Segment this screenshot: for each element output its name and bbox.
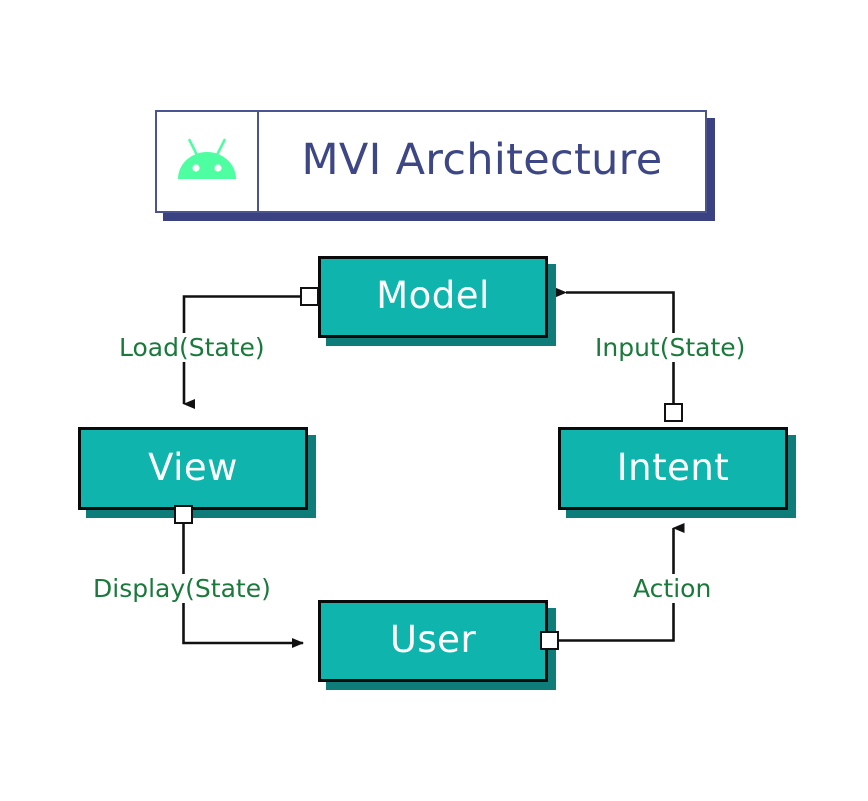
port-view-bottom[interactable] xyxy=(174,505,193,524)
edge-label-action: Action xyxy=(630,574,715,603)
header-icon-cell xyxy=(157,112,259,211)
node-model-label: Model xyxy=(376,274,490,317)
android-robot-icon xyxy=(175,135,239,189)
node-view-label: View xyxy=(148,445,238,489)
edge-label-input-state: Input(State) xyxy=(592,333,749,362)
node-intent-label: Intent xyxy=(616,445,730,489)
edge-label-load-state: Load(State) xyxy=(116,333,268,362)
node-user-label: User xyxy=(389,618,477,661)
node-user[interactable]: User xyxy=(318,600,548,682)
node-intent[interactable]: Intent xyxy=(558,427,788,510)
node-view[interactable]: View xyxy=(78,427,308,510)
edge-label-display-state: Display(State) xyxy=(90,574,274,603)
header-title-cell: MVI Architecture xyxy=(259,112,705,211)
port-user-right[interactable] xyxy=(540,631,559,650)
port-intent-top[interactable] xyxy=(664,403,683,422)
page-title: MVI Architecture xyxy=(301,134,663,185)
header-card: MVI Architecture xyxy=(155,110,707,213)
node-model[interactable]: Model xyxy=(318,256,548,338)
port-model-left[interactable] xyxy=(300,287,319,306)
